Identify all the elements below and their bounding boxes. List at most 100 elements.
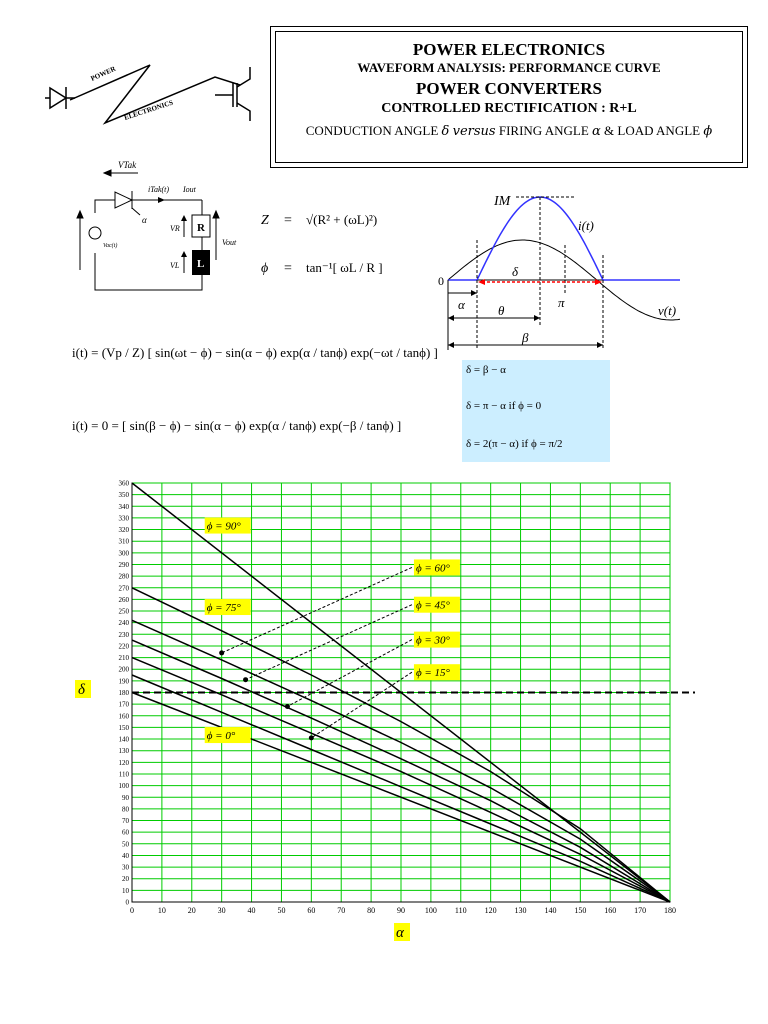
x-tick-label: 120 [485, 906, 497, 915]
y-tick-label: 140 [119, 736, 130, 744]
annotation-label: ϕ = 0° [207, 730, 236, 742]
x-tick-label: 80 [367, 906, 375, 915]
itak-label: iTak(t) [148, 185, 169, 194]
inductor-label: L [197, 258, 204, 270]
versus-text: versus [452, 124, 496, 139]
waveform-delta-label: δ [512, 264, 519, 279]
annotation-highlight [413, 631, 460, 648]
annotation-arrow [311, 671, 413, 739]
chart-series [131, 482, 671, 903]
title-line-5: CONDUCTION ANGLE δ versus FIRING ANGLE α… [276, 121, 742, 142]
vl-label: VL [170, 261, 180, 270]
y-tick-label: 150 [119, 724, 130, 732]
annotation-arrowhead [219, 650, 225, 656]
y-tick-label: 280 [119, 573, 130, 581]
y-tick-label: 160 [119, 712, 130, 720]
series-line [131, 656, 671, 903]
alpha-symbol: α [592, 124, 601, 139]
firing-angle-label: FIRING ANGLE [498, 123, 589, 138]
annotation-label: ϕ = 45° [416, 600, 451, 612]
annotation-highlight [204, 599, 251, 616]
delta-relation-general: δ = β − α [466, 364, 506, 376]
annotation-arrowhead [308, 735, 314, 741]
delta-relations-panel: δ = β − α δ = π − α if ϕ = 0 δ = 2(π − α… [462, 360, 610, 462]
rl-circuit-diagram: VTak iTak(t) Iout α Vac(t) VR VL R L Vou… [76, 160, 237, 291]
logo-bottom-text: ELECTRONICS [123, 99, 174, 122]
annotation-highlight [413, 559, 460, 576]
phi-rhs: tan⁻¹[ ωL / R ] [306, 260, 383, 275]
title-line-2: WAVEFORM ANALYSIS: PERFORMANCE CURVE [357, 60, 661, 75]
y-tick-label: 360 [119, 480, 130, 488]
x-tick-label: 180 [664, 906, 676, 915]
delta-relation-phi-halfpi: δ = 2(π − α) if ϕ = π/2 [466, 438, 563, 450]
x-tick-label: 20 [188, 906, 196, 915]
x-tick-label: 170 [634, 906, 646, 915]
y-tick-label: 180 [119, 689, 130, 697]
y-tick-label: 300 [119, 549, 130, 557]
annotation-arrow [287, 639, 413, 707]
y-tick-label: 40 [122, 852, 130, 860]
y-tick-label: 50 [122, 840, 130, 848]
current-equation: i(t) = (Vp / Z) [ sin(ωt − ϕ) − sin(α − … [72, 345, 438, 360]
y-tick-label: 350 [119, 491, 130, 499]
thyristor-icon [114, 191, 141, 216]
y-tick-label: 70 [122, 817, 130, 825]
chart-ylabel: δ [78, 682, 86, 698]
annotation-label: ϕ = 15° [416, 667, 451, 679]
thyristor-alpha-label: α [142, 215, 147, 225]
x-tick-label: 0 [130, 906, 134, 915]
z-rhs: √(R² + (ωL)²) [306, 212, 377, 227]
phi-eq: = [284, 261, 292, 276]
i-t-label: i(t) [578, 218, 594, 233]
v-t-label: v(t) [658, 303, 676, 318]
y-tick-label: 60 [122, 829, 130, 837]
y-tick-label: 330 [119, 514, 130, 522]
annotation-label: ϕ = 60° [416, 562, 451, 574]
vout-label: Vout [222, 238, 237, 247]
x-tick-label: 130 [515, 906, 527, 915]
y-tick-label: 10 [122, 887, 130, 895]
pi-label: π [558, 295, 565, 310]
chart-annotations: ϕ = 90°ϕ = 75°ϕ = 60°ϕ = 45°ϕ = 30°ϕ = 1… [204, 517, 460, 744]
y-tick-label: 100 [119, 782, 130, 790]
origin-label: 0 [438, 274, 444, 288]
x-tick-label: 70 [337, 906, 345, 915]
resistor-label: R [197, 222, 206, 234]
y-tick-label: 260 [119, 596, 130, 604]
y-tick-label: 200 [119, 666, 130, 674]
zigzag-line [69, 64, 241, 125]
diode-icon [45, 86, 75, 110]
series-line [131, 482, 671, 903]
annotation-highlight [413, 664, 460, 681]
annotation-label: ϕ = 75° [207, 602, 242, 614]
vr-label: VR [170, 224, 180, 233]
y-tick-label: 240 [119, 619, 130, 627]
v-t-curve [447, 239, 681, 321]
x-tick-label: 160 [604, 906, 616, 915]
x-tick-label: 30 [218, 906, 226, 915]
y-tick-label: 80 [122, 805, 130, 813]
x-tick-label: 10 [158, 906, 166, 915]
y-tick-label: 210 [119, 654, 130, 662]
y-tick-label: 90 [122, 794, 130, 802]
annotation-arrowhead [243, 677, 249, 683]
phi-symbol: ϕ [703, 124, 713, 139]
title-box: POWER ELECTRONICS WAVEFORM ANALYSIS: PER… [270, 26, 748, 168]
series-line [131, 587, 671, 903]
zero-current-equation: i(t) = 0 = [ sin(β − ϕ) − sin(α − ϕ) exp… [72, 418, 402, 433]
annotation-highlight [204, 727, 251, 744]
load-angle-label: & LOAD ANGLE [604, 123, 701, 138]
x-tick-label: 40 [248, 906, 256, 915]
y-tick-label: 170 [119, 701, 130, 709]
annotation-highlight [413, 596, 460, 613]
y-tick-label: 290 [119, 561, 130, 569]
y-tick-label: 110 [119, 770, 130, 778]
y-tick-label: 340 [119, 503, 130, 511]
igbt-icon [215, 67, 251, 121]
y-tick-label: 270 [119, 584, 130, 592]
y-tick-label: 0 [126, 899, 130, 907]
y-tick-label: 30 [122, 864, 130, 872]
y-tick-label: 230 [119, 631, 130, 639]
